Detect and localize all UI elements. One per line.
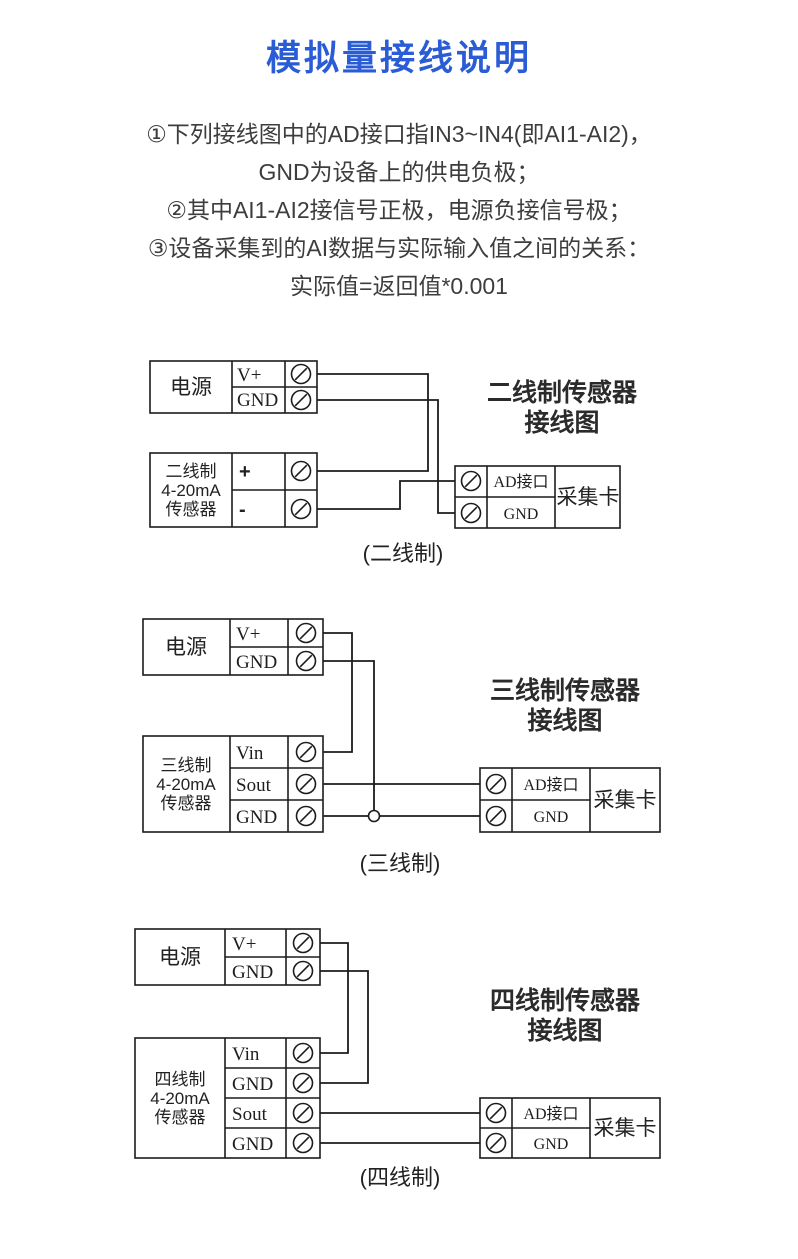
wire-power-gnd-to-sensor-gnd bbox=[320, 970, 369, 1084]
terminal-label-ad: AD接口 bbox=[523, 776, 578, 794]
terminal-label-vin: Vin bbox=[236, 743, 264, 764]
terminal-label-gnd: GND bbox=[236, 807, 277, 828]
sensor-name-line: 4-20mA bbox=[161, 481, 221, 500]
power-label: 电源 bbox=[159, 946, 201, 969]
screw-terminal-icon bbox=[290, 389, 312, 411]
power-label: 电源 bbox=[170, 376, 212, 399]
screw-terminal-icon bbox=[292, 932, 314, 954]
screw-terminal-icon bbox=[290, 498, 312, 520]
screw-terminal-icon bbox=[460, 502, 482, 524]
wire-vplus-to-plus bbox=[317, 373, 429, 472]
card-label: 采集卡 bbox=[557, 486, 620, 509]
screw-terminal-icon bbox=[290, 363, 312, 385]
wire-vplus-to-vin bbox=[320, 942, 349, 1054]
terminal-label-gnd: GND bbox=[232, 1134, 273, 1155]
note-line-2: GND为设备上的供电负极； bbox=[258, 159, 540, 185]
diagram-title-line: 四线制传感器 bbox=[490, 986, 641, 1015]
note-line-4: ③设备采集到的AI数据与实际输入值之间的关系： bbox=[147, 235, 651, 261]
sensor-name-line: 4-20mA bbox=[156, 775, 216, 794]
wiring-notes: ①下列接线图中的AD接口指IN3~IN4(即AI1-AI2)， GND为设备上的… bbox=[0, 115, 798, 305]
sensor-name-line: 4-20mA bbox=[150, 1089, 210, 1108]
terminal-label-sout: Sout bbox=[232, 1104, 268, 1125]
diagram-caption: (三线制) bbox=[360, 851, 441, 876]
terminal-label-sout: Sout bbox=[236, 775, 272, 796]
terminal-label-gnd: GND bbox=[232, 962, 273, 983]
screw-terminal-icon bbox=[295, 650, 317, 672]
wire-gnd-to-card-gnd bbox=[317, 399, 455, 514]
screw-terminal-icon bbox=[295, 622, 317, 644]
wire-power-gnd-to-common bbox=[323, 660, 375, 816]
diagram-caption: (二线制) bbox=[363, 541, 444, 566]
terminal-label-vplus: V+ bbox=[232, 934, 256, 955]
diagram-three-wire: 电源 V+ GND 三线制 4-20mA 传感器 Vin Sout GND bbox=[142, 618, 661, 876]
power-supply-box: 电源 V+ GND bbox=[149, 360, 318, 414]
junction-node-icon bbox=[367, 809, 381, 823]
terminal-label-minus: - bbox=[239, 499, 246, 521]
sensor-box: 二线制 4-20mA 传感器 + - bbox=[149, 452, 318, 528]
screw-terminal-icon bbox=[292, 1042, 314, 1064]
diagram-four-wire: 电源 V+ GND 四线制 4-20mA 传感器 Vin GND Sout GN… bbox=[134, 928, 661, 1190]
screw-terminal-icon bbox=[292, 1102, 314, 1124]
screw-terminal-icon bbox=[295, 741, 317, 763]
diagram-title-line: 接线图 bbox=[527, 1016, 602, 1045]
power-supply-box: 电源 V+ GND bbox=[142, 618, 324, 676]
terminal-label-vin: Vin bbox=[232, 1044, 260, 1065]
screw-terminal-icon bbox=[292, 1132, 314, 1154]
screw-terminal-icon bbox=[292, 960, 314, 982]
terminal-label-plus: + bbox=[239, 461, 251, 483]
sensor-name-line: 传感器 bbox=[155, 1108, 206, 1127]
screw-terminal-icon bbox=[485, 1102, 507, 1124]
acquisition-card-box: AD接口 GND 采集卡 bbox=[479, 767, 661, 833]
diagram-title-line: 接线图 bbox=[524, 408, 599, 437]
terminal-label-gnd: GND bbox=[534, 809, 569, 826]
terminal-label-gnd: GND bbox=[237, 390, 278, 411]
screw-terminal-icon bbox=[292, 1072, 314, 1094]
screw-terminal-icon bbox=[295, 773, 317, 795]
terminal-label-vplus: V+ bbox=[236, 624, 260, 645]
diagram-title-line: 三线制传感器 bbox=[490, 676, 641, 705]
terminal-label-gnd: GND bbox=[534, 1136, 569, 1153]
sensor-name-line: 二线制 bbox=[166, 462, 217, 481]
sensor-name-line: 传感器 bbox=[166, 500, 217, 519]
sensor-name-line: 三线制 bbox=[161, 756, 212, 775]
terminal-label-gnd: GND bbox=[504, 506, 539, 523]
terminal-label-vplus: V+ bbox=[237, 365, 261, 386]
screw-terminal-icon bbox=[485, 1132, 507, 1154]
diagram-two-wire: 电源 V+ GND 二线制 4-20mA 传感器 + - AD接口 GND bbox=[149, 360, 638, 566]
screw-terminal-icon bbox=[290, 460, 312, 482]
note-line-5: 实际值=返回值*0.001 bbox=[290, 273, 508, 299]
terminal-label-ad: AD接口 bbox=[523, 1105, 578, 1123]
wiring-diagrams-canvas: 电源 V+ GND 二线制 4-20mA 传感器 + - AD接口 GND bbox=[134, 360, 661, 1190]
note-line-1: ①下列接线图中的AD接口指IN3~IN4(即AI1-AI2)， bbox=[146, 121, 652, 147]
terminal-label-gnd: GND bbox=[232, 1074, 273, 1095]
card-label: 采集卡 bbox=[594, 1117, 657, 1140]
terminal-label-ad: AD接口 bbox=[493, 473, 548, 491]
page-title: 模拟量接线说明 bbox=[265, 39, 532, 78]
terminal-label-gnd: GND bbox=[236, 652, 277, 673]
power-label: 电源 bbox=[165, 636, 207, 659]
wire-minus-to-ad bbox=[317, 480, 455, 510]
screw-terminal-icon bbox=[485, 805, 507, 827]
sensor-box: 三线制 4-20mA 传感器 Vin Sout GND bbox=[142, 735, 324, 833]
card-label: 采集卡 bbox=[594, 789, 657, 812]
note-line-3: ②其中AI1-AI2接信号正极，电源负接信号极； bbox=[166, 197, 632, 223]
diagram-caption: (四线制) bbox=[360, 1165, 441, 1190]
acquisition-card-box: AD接口 GND 采集卡 bbox=[479, 1097, 661, 1159]
sensor-box: 四线制 4-20mA 传感器 Vin GND Sout GND bbox=[134, 1037, 321, 1159]
diagram-title-line: 接线图 bbox=[527, 706, 602, 735]
screw-terminal-icon bbox=[485, 773, 507, 795]
screw-terminal-icon bbox=[460, 470, 482, 492]
diagram-title-line: 二线制传感器 bbox=[487, 378, 638, 407]
acquisition-card-box: AD接口 GND 采集卡 bbox=[454, 465, 621, 529]
sensor-name-line: 四线制 bbox=[155, 1070, 206, 1089]
sensor-name-line: 传感器 bbox=[161, 794, 212, 813]
screw-terminal-icon bbox=[295, 805, 317, 827]
power-supply-box: 电源 V+ GND bbox=[134, 928, 321, 986]
wire-vplus-to-vin bbox=[323, 632, 353, 753]
